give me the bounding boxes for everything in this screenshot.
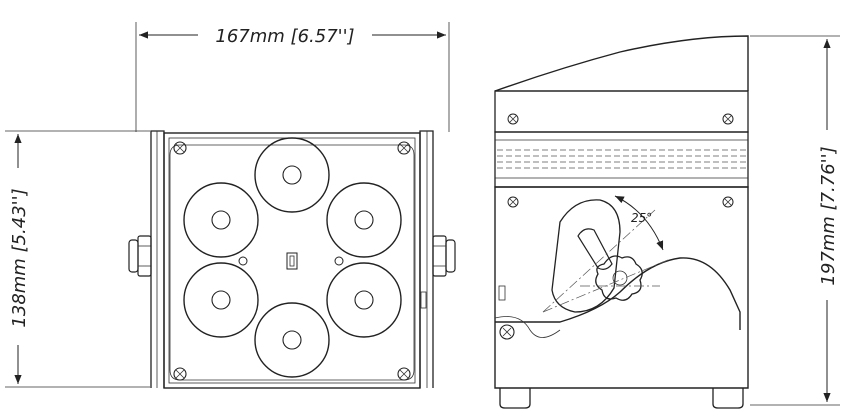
led-lens-lower-left (183, 262, 259, 338)
width-dimension: 167mm [6.57''] (135, 22, 450, 132)
led-lens-bottom (254, 302, 330, 378)
led-lens-top (254, 137, 330, 213)
side-top-cap (494, 35, 749, 92)
front-corner-screws (173, 141, 411, 381)
tilt-angle-arc (614, 195, 664, 251)
side-height-label: 197mm [7.76''] (818, 146, 839, 285)
side-height-dimension: 197mm [7.76''] (750, 35, 840, 406)
side-tilt-slot (551, 199, 621, 313)
front-housing (163, 132, 421, 389)
side-foot-left (499, 388, 531, 409)
center-sensor (286, 252, 298, 270)
led-lens-upper-left (183, 182, 259, 258)
side-view: 25° (494, 35, 749, 409)
tilt-angle-label: 25° (631, 211, 652, 225)
front-height-dimension: 138mm [5.43''] (5, 130, 150, 388)
left-knob (128, 235, 152, 277)
side-yoke-bracket (495, 257, 741, 330)
led-lens-lower-right (326, 262, 402, 338)
side-lower-body (494, 186, 749, 389)
side-upper-panel (494, 90, 749, 133)
side-tilt-knob (595, 255, 643, 301)
side-foot-right (712, 388, 744, 409)
side-port (498, 285, 506, 301)
right-knob (432, 235, 456, 277)
front-view (128, 130, 456, 389)
front-height-label: 138mm [5.43''] (9, 188, 30, 327)
yoke-left-arm (150, 130, 165, 388)
led-lens-upper-right (326, 182, 402, 258)
width-label: 167mm [6.57''] (215, 26, 354, 47)
yoke-right-arm (419, 130, 434, 388)
